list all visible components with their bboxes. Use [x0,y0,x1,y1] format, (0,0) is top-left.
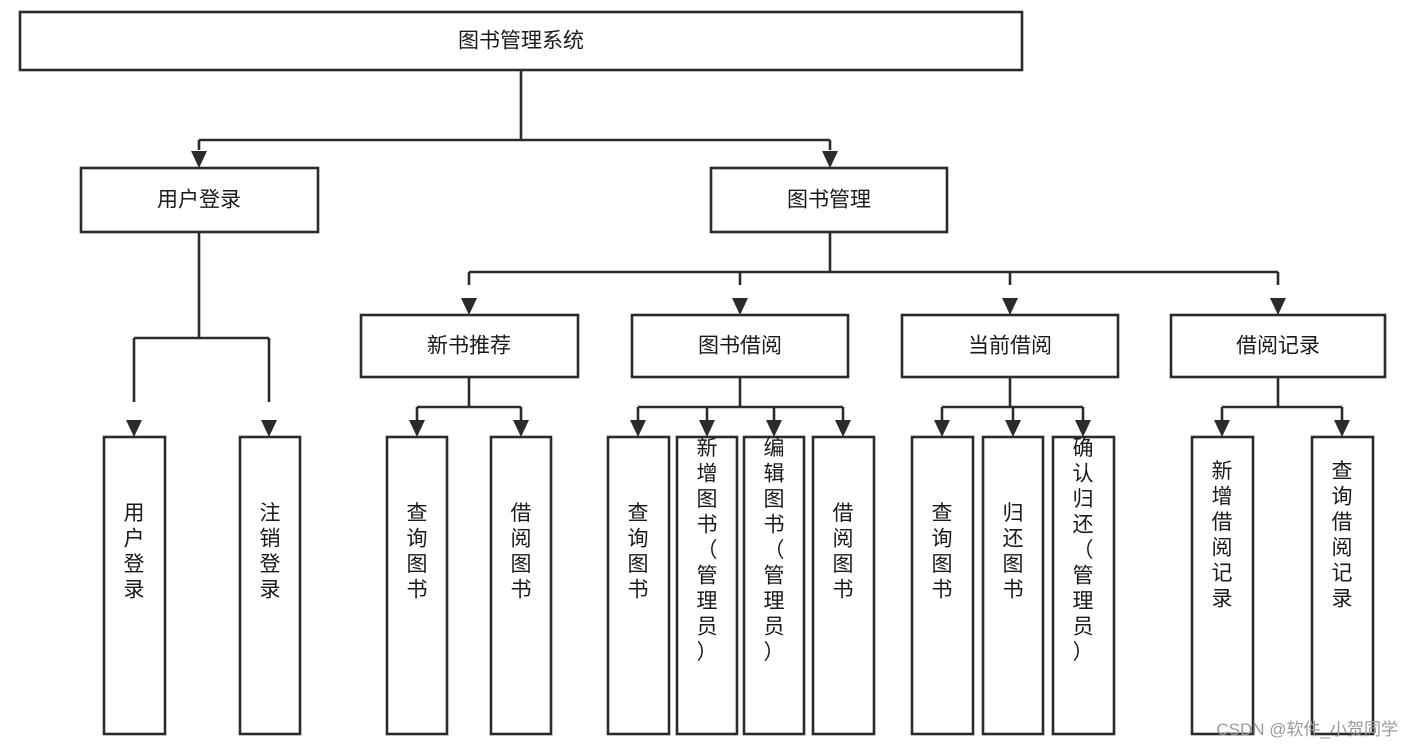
arrow-to-leaf-borrow-add-icon [699,420,715,437]
arrow-to-leaf-borrow-edit-icon [766,420,782,437]
connector-group-book-manage [461,232,1286,315]
node-leaf-cur-confirm-box[interactable] [1051,435,1116,736]
node-user-login-box[interactable] [79,166,320,234]
node-leaf-borrow-edit-box[interactable] [742,435,806,736]
node-leaf-cur-query[interactable]: 查询图书 [910,435,975,736]
node-leaf-borrow-add-box[interactable] [675,435,739,736]
node-leaf-borrow-query-box[interactable] [606,435,671,736]
connector-group-new-book-rec [409,377,529,437]
node-leaf-rec-add[interactable]: 新增借阅记录 [1190,435,1255,736]
node-leaf-borrow-query-label: 查询图书 [628,502,649,602]
connector-group-user-login [126,232,277,437]
node-leaf-rec-borrow-label: 借阅图书 [511,502,532,602]
node-leaf-cur-query-box[interactable] [910,435,975,736]
node-new-book-rec[interactable]: 新书推荐 [359,313,580,379]
node-root[interactable]: 图书管理系统 [18,10,1024,72]
node-borrow-record[interactable]: 借阅记录 [1169,313,1387,379]
node-leaf-rec-query-box[interactable] [385,435,449,736]
node-leaf-borrow-lend-label: 借阅图书 [833,502,854,602]
node-book-borrow-box[interactable] [630,313,850,379]
node-leaf-borrow-add[interactable]: 新增图书（管理员） [675,435,739,736]
connector-group-current-borrow [934,377,1091,437]
arrow-to-leaf-rec-add-icon [1214,420,1230,437]
node-leaf-cur-confirm-label: 确认归还（管理员） [1073,437,1094,664]
arrow-to-leaf-borrow-lend-icon [835,420,851,437]
node-new-book-rec-label: 新书推荐 [427,335,511,358]
node-leaf-user-logout-label: 注销登录 [260,502,281,602]
node-leaf-rec-borrow-box[interactable] [489,435,553,736]
node-leaf-rec-query2[interactable]: 查询借阅记录 [1310,435,1375,736]
node-leaf-borrow-query[interactable]: 查询图书 [606,435,671,736]
arrow-to-leaf-cur-confirm-icon [1075,420,1091,437]
node-leaf-cur-return-box[interactable] [981,435,1045,736]
node-book-manage[interactable]: 图书管理 [709,166,949,234]
node-leaf-user-login[interactable]: 用户登录 [102,435,167,736]
node-leaf-rec-query2-box[interactable] [1310,435,1375,736]
node-current-borrow-label: 当前借阅 [968,335,1052,358]
node-current-borrow-box[interactable] [900,313,1120,379]
arrow-to-leaf-rec-query-icon [409,420,425,437]
arrow-to-leaf-user-login-icon [126,420,142,437]
node-current-borrow[interactable]: 当前借阅 [900,313,1120,379]
connector-group-root [191,70,838,168]
node-leaf-rec-query[interactable]: 查询图书 [385,435,449,736]
node-leaf-borrow-lend[interactable]: 借阅图书 [811,435,876,736]
node-new-book-rec-box[interactable] [359,313,580,379]
node-leaf-borrow-edit-label: 编辑图书（管理员） [764,437,785,664]
arrow-to-leaf-cur-query-icon [934,420,950,437]
node-leaf-cur-return-label: 归还图书 [1003,502,1024,602]
node-leaf-rec-borrow[interactable]: 借阅图书 [489,435,553,736]
node-leaf-user-login-label: 用户登录 [124,502,145,602]
arrow-to-book-manage-icon [822,151,838,168]
arrow-to-new-book-rec-icon [461,298,477,315]
arrow-to-leaf-user-logout-icon [261,420,277,437]
node-leaf-rec-query-label: 查询图书 [407,502,428,602]
watermark-label: CSDN @软件_小贺同学 [1216,720,1398,739]
node-leaf-borrow-lend-box[interactable] [811,435,876,736]
node-leaf-user-login-box[interactable] [102,435,167,736]
arrow-to-leaf-rec-borrow-icon [513,420,529,437]
node-borrow-record-box[interactable] [1169,313,1387,379]
arrow-to-borrow-record-icon [1270,298,1286,315]
node-leaf-user-logout-box[interactable] [238,435,302,736]
node-user-login[interactable]: 用户登录 [79,166,320,234]
node-book-manage-label: 图书管理 [787,189,871,212]
node-leaf-borrow-add-label: 新增图书（管理员） [697,437,718,664]
node-root-label: 图书管理系统 [458,30,584,53]
node-book-borrow-label: 图书借阅 [698,335,782,358]
arrow-to-book-borrow-icon [732,298,748,315]
arrow-to-leaf-rec-query2-icon [1334,420,1350,437]
arrow-to-user-login-icon [191,151,207,168]
node-leaf-rec-query2-label: 查询借阅记录 [1332,460,1353,611]
node-leaf-user-logout[interactable]: 注销登录 [238,435,302,736]
node-leaf-rec-add-box[interactable] [1190,435,1255,736]
node-borrow-record-label: 借阅记录 [1236,335,1320,358]
node-leaf-cur-return[interactable]: 归还图书 [981,435,1045,736]
connector-group-borrow-record [1214,377,1350,437]
node-leaf-rec-add-label: 新增借阅记录 [1212,460,1233,611]
node-user-login-label: 用户登录 [157,189,241,212]
node-book-manage-box[interactable] [709,166,949,234]
connector-group-book-borrow [630,377,851,437]
arrow-to-leaf-cur-return-icon [1005,420,1021,437]
node-root-box[interactable] [18,10,1024,72]
node-leaf-borrow-edit[interactable]: 编辑图书（管理员） [742,435,806,736]
arrow-to-leaf-borrow-query-icon [630,420,646,437]
arrow-to-current-borrow-icon [1002,298,1018,315]
node-leaf-cur-confirm[interactable]: 确认归还（管理员） [1051,435,1116,736]
node-leaf-cur-query-label: 查询图书 [932,502,953,602]
node-book-borrow[interactable]: 图书借阅 [630,313,850,379]
